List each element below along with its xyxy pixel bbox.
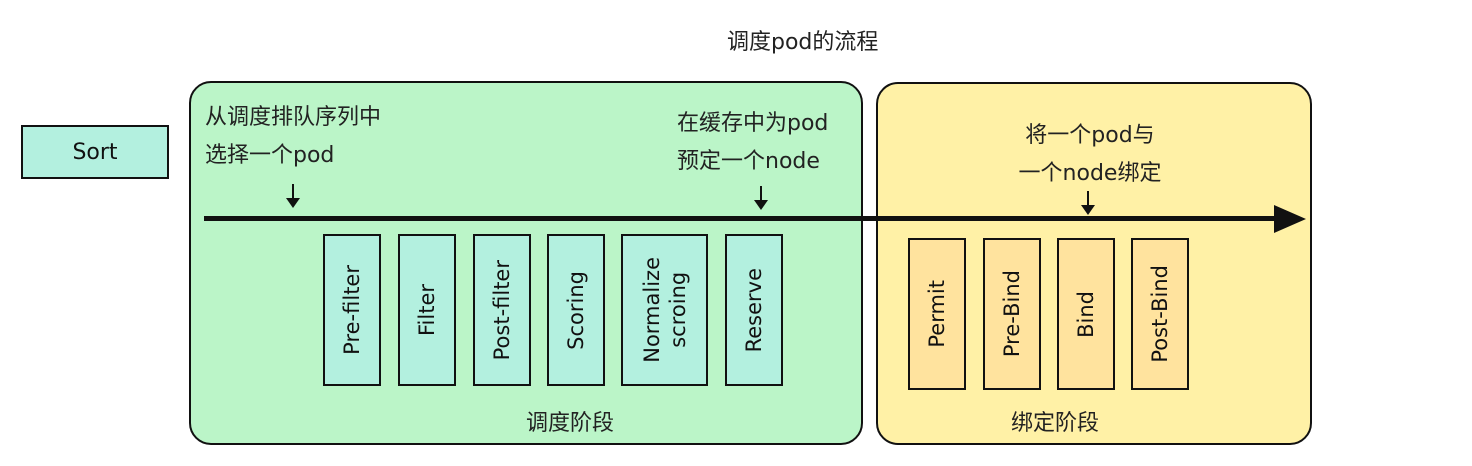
step-label: Post-Bind [1148, 265, 1172, 363]
arrow-down-icon [286, 184, 300, 208]
binding-phase-label: 绑定阶段 [1010, 411, 1099, 436]
timeline-arrowhead-icon [1274, 205, 1306, 233]
step-pre-filter: Pre-filter [323, 234, 381, 386]
step-scoring: Scoring [547, 234, 605, 386]
step-label: Permit [925, 280, 949, 348]
sort-box: Sort [21, 125, 169, 179]
step-permit: Permit [908, 238, 966, 390]
step-reserve: Reserve [725, 234, 783, 386]
step-post-filter: Post-filter [473, 234, 531, 386]
step-label: Scoring [564, 270, 588, 350]
step-post-bind: Post-Bind [1131, 238, 1189, 390]
note-select-pod: 从调度排队序列中 选择一个pod [205, 99, 381, 175]
note-line: 从调度排队序列中 [205, 105, 382, 130]
step-label: Pre-Bind [1000, 270, 1024, 358]
step-label: Filter [415, 283, 439, 336]
arrow-down-icon [1081, 191, 1095, 215]
note-line: 将一个pod与 [1025, 123, 1155, 148]
step-pre-bind: Pre-Bind [983, 238, 1041, 390]
timeline-line [204, 216, 1284, 221]
note-line: 在缓存中为pod [677, 111, 829, 136]
diagram-title-text: 调度pod的流程 [727, 30, 879, 55]
step-filter: Filter [398, 234, 456, 386]
step-bind: Bind [1057, 238, 1115, 390]
step-label: Reserve [742, 267, 766, 353]
scheduling-phase-label: 调度阶段 [525, 411, 614, 436]
note-reserve-node: 在缓存中为pod 预定一个node [677, 105, 828, 181]
note-line: 一个node绑定 [1018, 161, 1162, 186]
note-line: 预定一个node [677, 149, 820, 174]
sort-box-label: Sort [72, 139, 118, 165]
step-label: Post-filter [490, 259, 514, 361]
arrow-down-icon [754, 186, 768, 210]
note-line: 选择一个pod [205, 143, 335, 168]
step-normalize-scoring: Normalize scroing [621, 234, 708, 386]
step-label: Bind [1074, 290, 1098, 338]
step-label: Pre-filter [340, 265, 364, 355]
step-label: Normalize scroing [639, 257, 690, 363]
note-bind-pod: 将一个pod与 一个node绑定 [1000, 117, 1180, 193]
